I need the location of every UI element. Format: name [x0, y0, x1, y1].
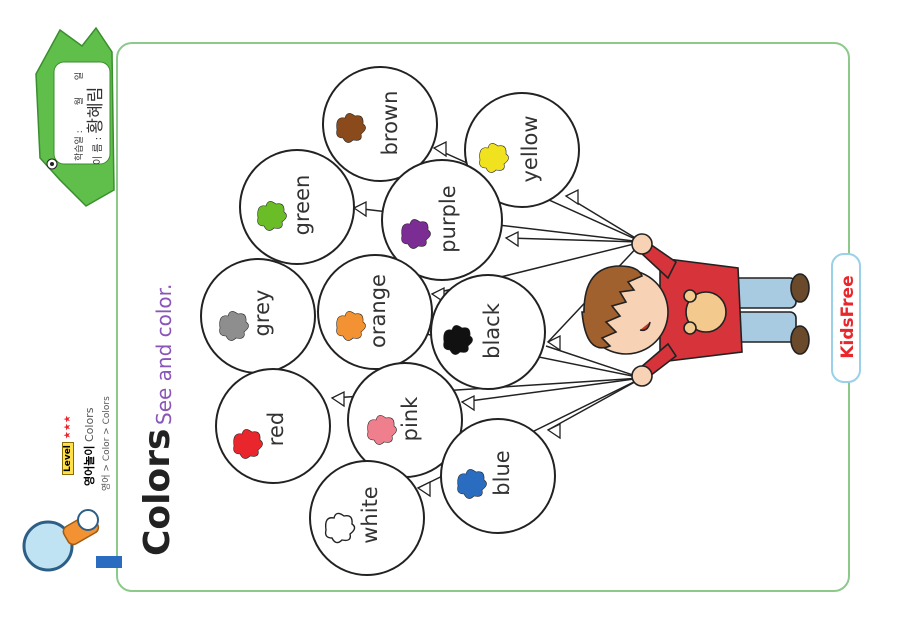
splotch-red	[233, 429, 263, 459]
name-label: 이 름 :	[93, 136, 104, 165]
day-label: 일	[75, 71, 85, 81]
balloon-label-orange: orange	[366, 274, 390, 348]
splotch-grey	[219, 311, 249, 341]
balloon-label-pink: pink	[398, 396, 422, 442]
brand-text: KidsFree	[838, 275, 858, 359]
boy-illustration	[581, 233, 810, 387]
balloon-brown	[322, 66, 438, 182]
balloon-label-purple: purple	[436, 185, 460, 253]
crocodile-nametag	[35, 26, 115, 207]
instruction-text: See and color.	[152, 283, 176, 425]
page-title: Colors	[137, 428, 178, 556]
balloon-label-green: green	[290, 174, 314, 236]
balloon-green	[239, 149, 355, 265]
balloon-black	[430, 274, 546, 390]
balloon-label-yellow: yellow	[518, 115, 542, 183]
balloon-label-white: white	[358, 486, 382, 544]
balloon-label-blue: blue	[490, 450, 514, 496]
balloon-purple	[381, 159, 503, 281]
category-kr: 영어놀이	[83, 445, 96, 486]
splotch-white	[324, 512, 356, 544]
kidsfree-logo	[831, 253, 861, 383]
level-label: Level	[62, 442, 74, 475]
breadcrumb: 영어 > Color > Colors	[102, 396, 112, 491]
category-en: Colors	[83, 407, 96, 443]
month-label: 월	[75, 97, 85, 106]
balloon-orange	[317, 254, 433, 370]
level-badge: Level ★★★	[61, 415, 75, 475]
date-label: 학습일 :	[75, 130, 85, 161]
splotch-green	[257, 201, 287, 231]
splotch-yellow	[479, 143, 509, 173]
balloon-yellow	[464, 92, 580, 208]
splotch-brown	[336, 113, 366, 143]
splotch-pink	[367, 415, 397, 445]
balloon-label-red: red	[264, 411, 288, 447]
category-line: 영어놀이 Colors	[82, 386, 98, 486]
magnifier-mascot-icon	[22, 509, 122, 572]
splotch-blue	[457, 469, 487, 499]
balloon-white	[309, 460, 425, 576]
name-value: 황혜림	[86, 86, 106, 134]
nametag-name-row: 이 름 : 황혜림	[85, 65, 107, 165]
balloon-blue	[440, 418, 556, 534]
balloon-label-grey: grey	[250, 289, 274, 337]
splotch-orange	[336, 311, 366, 341]
paint-splotches	[219, 113, 509, 544]
star-rating: ★★★	[63, 415, 73, 440]
splotch-purple	[401, 219, 431, 249]
balloon-label-brown: brown	[378, 90, 402, 156]
balloon-label-black: black	[480, 303, 504, 359]
splotch-black	[443, 325, 473, 355]
